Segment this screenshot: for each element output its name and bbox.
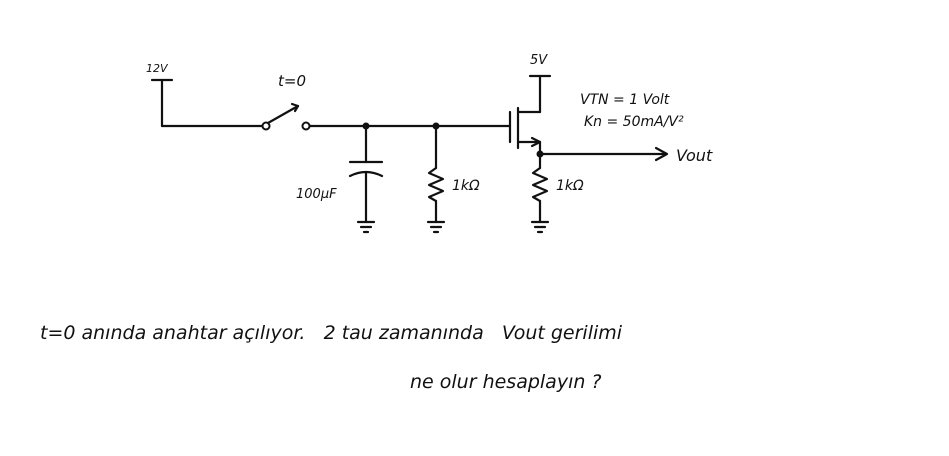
output-arrow [538, 146, 669, 162]
question-line-1: t=0 anında anahtar açılıyor. 2 tau zaman… [40, 322, 623, 344]
source-resistor [530, 166, 550, 234]
question-line-2: ne olur hesaplayın ? [410, 371, 602, 393]
kn-label: Kn = 50mA/V² [584, 114, 684, 130]
supply-voltage-label: 5V [530, 53, 548, 68]
source-resistor-label: 1kΩ [556, 178, 584, 194]
gate-resistor-label: 1kΩ [452, 178, 480, 194]
capacitor [348, 124, 384, 234]
switch-time-label: t=0 [278, 72, 306, 90]
vtn-label: VTN = 1 Volt [580, 92, 670, 108]
output-label: Vout [676, 146, 713, 165]
gate-resistor [426, 124, 446, 234]
source-terminal [150, 78, 264, 128]
switch [261, 102, 512, 131]
source-voltage-label: 12V [146, 62, 169, 75]
capacitor-label: 100μF [296, 187, 337, 202]
